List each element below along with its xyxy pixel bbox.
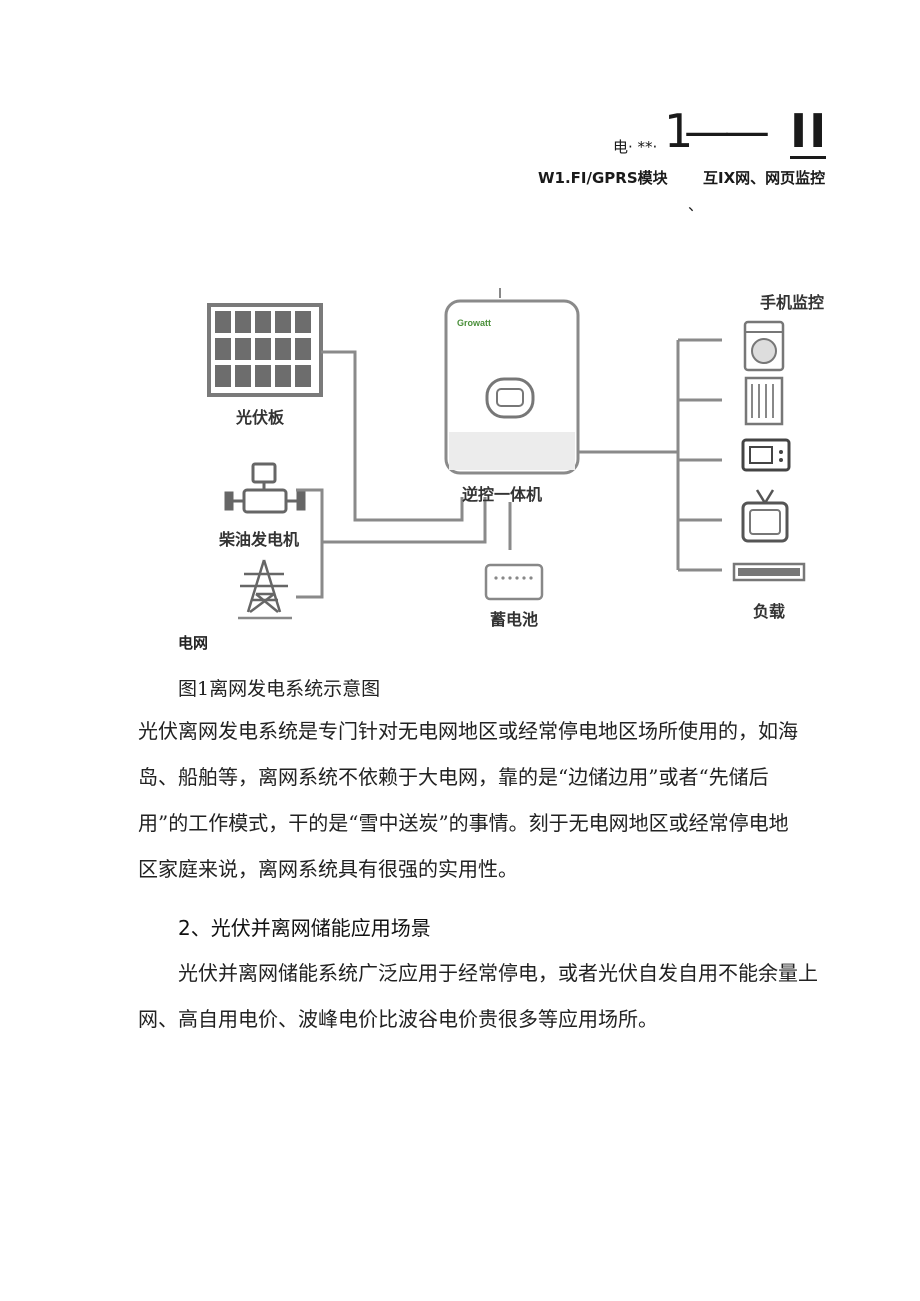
solar-cell [275,311,291,333]
diesel-generator-label: 柴油发电机 [219,530,300,549]
paragraph-2-line: 网、高自用电价、波峰电价比波谷电价贵很多等应用场所。 [138,1007,658,1031]
solar-cell [235,311,251,333]
light-bar-icon [732,562,806,582]
paragraph-1: 光伏离网发电系统是专门针对无电网地区或经常停电地区场所使用的，如海 岛、船舶等，… [138,708,798,892]
inverter-label: 逆控一体机 [462,485,543,504]
solar-cell [215,311,231,333]
pv-panel-label: 光伏板 [236,408,285,427]
paragraph-1-line: 区家庭来说，离网系统具有很强的实用性。 [138,857,518,881]
phone-monitor-label: 手机监控 [760,293,825,312]
paragraph-1-line: 用”的工作模式，干的是“雪中送炭”的事情。刻于无电网地区或经常停电地 [138,811,789,835]
header-mark: 、 [688,196,704,214]
tv-icon [741,489,789,543]
paragraph-1-line: 光伏离网发电系统是专门针对无电网地区或经常停电地区场所使用的，如海 [138,719,798,743]
solar-panel-icon [207,303,323,397]
wifi-module-label: W1.FI/GPRS模块 [538,169,668,187]
solar-cell [215,365,231,387]
load-label: 负载 [753,602,786,621]
offgrid-diagram [207,288,806,620]
connection-lines [296,338,722,599]
big-number: 1 [664,104,693,158]
section-heading: 2、光伏并离网储能应用场景 [178,916,431,940]
solar-cell [295,365,311,387]
elec-label: 电· **· [613,138,658,156]
figure-caption: 图1离网发电系统示意图 [178,678,381,700]
washing-machine-icon [743,320,785,372]
paragraph-1-line: 岛、船舶等，离网系统不依赖于大电网，靠的是“边储边用”或者“先储后 [138,765,769,789]
solar-cell [295,338,311,360]
solar-cell [215,338,231,360]
inverter-icon [444,288,580,475]
diesel-generator-icon [224,462,306,514]
microwave-icon [741,438,791,472]
heater-icon [744,376,784,426]
paragraph-2-line: 光伏并离网储能系统广泛应用于经常停电，或者光伏自发自用不能余量上 [178,961,818,985]
solar-cell [275,338,291,360]
solar-cell [235,365,251,387]
battery-label: 蓄电池 [490,610,539,629]
solar-cell [275,365,291,387]
paragraph-2: 光伏并离网储能系统广泛应用于经常停电，或者光伏自发自用不能余量上 网、高自用电价… [138,950,818,1042]
solar-cell [255,338,271,360]
big-bars: II [790,104,829,158]
power-tower-icon [238,559,292,620]
battery-icon [484,563,544,601]
solar-cell [295,311,311,333]
big-dash: —— [684,104,770,158]
solar-cell [255,365,271,387]
grid-label: 电网 [178,634,209,652]
inverter-brand-label: Growatt [457,318,492,328]
internet-monitor-label: 互IX网、网页监控 [703,169,826,187]
solar-cell [235,338,251,360]
solar-cell [255,311,271,333]
header-underline [790,156,826,159]
